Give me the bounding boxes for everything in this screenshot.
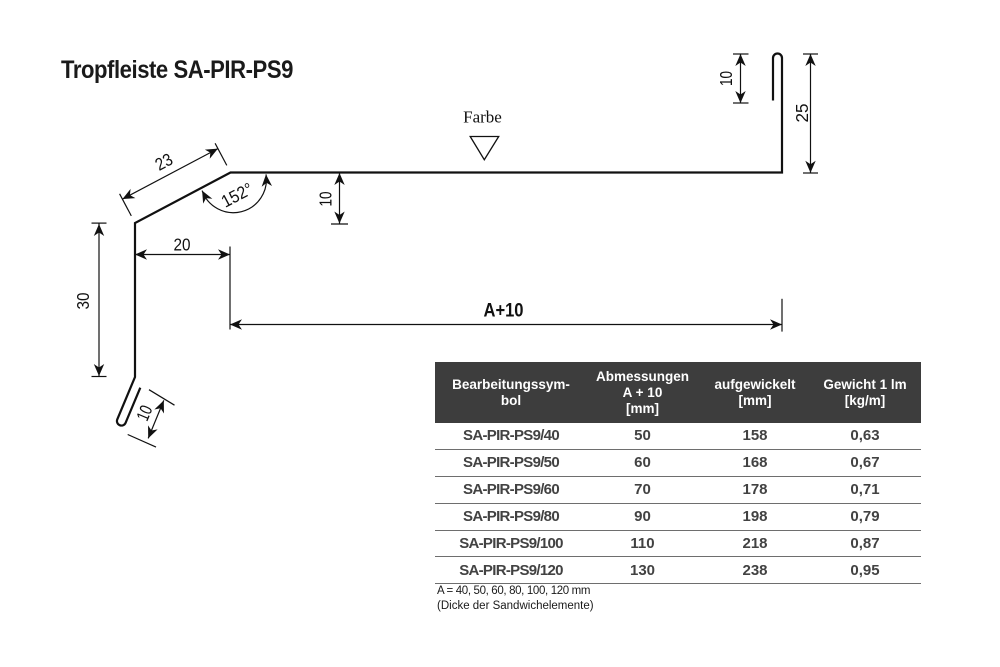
svg-text:Farbe: Farbe bbox=[463, 108, 502, 127]
svg-text:23: 23 bbox=[152, 149, 176, 175]
svg-text:10: 10 bbox=[315, 191, 335, 206]
svg-text:10: 10 bbox=[132, 402, 156, 424]
svg-text:25: 25 bbox=[792, 104, 812, 123]
svg-text:10: 10 bbox=[716, 71, 736, 86]
svg-text:20: 20 bbox=[174, 235, 191, 255]
svg-text:30: 30 bbox=[73, 292, 93, 309]
svg-text:A+10: A+10 bbox=[484, 301, 524, 322]
svg-text:152°: 152° bbox=[218, 178, 257, 211]
